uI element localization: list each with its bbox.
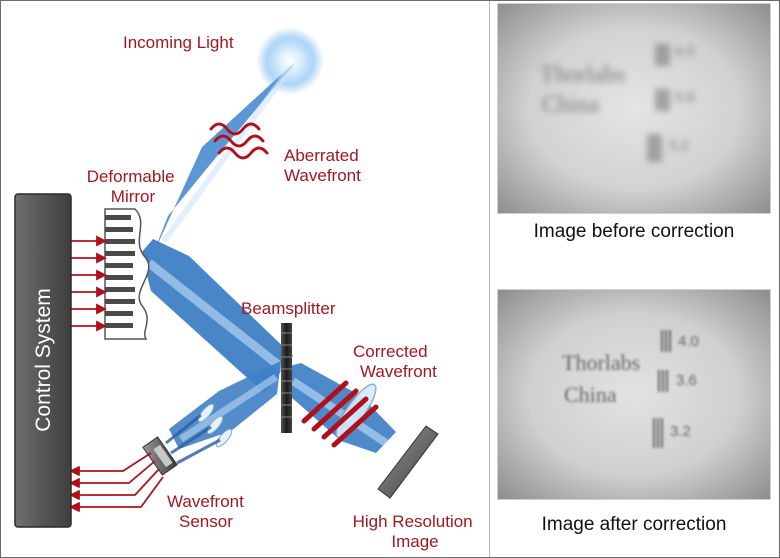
after-correction-photo: Thorlabs China 4.0 3.6 3.2 xyxy=(497,289,771,500)
control-system-box xyxy=(14,193,72,528)
incoming-light-label: Incoming Light xyxy=(123,33,234,52)
deformable-mirror-label: Deformable Mirror xyxy=(87,167,180,206)
deformable-mirror xyxy=(104,208,150,340)
after-text-thorlabs: Thorlabs xyxy=(562,350,640,375)
lenslet-array xyxy=(197,403,233,448)
light-source-glow xyxy=(256,27,324,95)
after-number-2: 3.6 xyxy=(676,372,697,389)
after-correction-caption: Image after correction xyxy=(541,514,727,535)
control-system-label: Control System xyxy=(32,288,55,432)
before-correction-caption: Image before correction xyxy=(533,221,735,242)
corrected-wavefront-label: Corrected Wavefront xyxy=(353,342,437,381)
after-bar-target-2: 3.6 xyxy=(658,370,697,392)
after-bar-target-3: 3.2 xyxy=(653,418,691,448)
after-text-china: China xyxy=(564,382,617,407)
after-number-1: 4.0 xyxy=(678,333,699,350)
before-bar-target-2: 3.6 xyxy=(656,89,695,111)
wavefront-sensor-detector xyxy=(142,436,178,476)
high-resolution-image-label: High Resolution Image xyxy=(353,512,478,551)
before-bar-target-3: 3.2 xyxy=(648,134,689,162)
aberrated-wavefront-squiggles xyxy=(209,122,269,160)
before-bar-target-1: 4.0 xyxy=(656,43,695,66)
wavefront-sensor-label: Wavefront Sensor xyxy=(167,492,249,531)
adaptive-optics-diagram: Control System Incoming Light Aberrated … xyxy=(14,27,478,551)
panel-divider xyxy=(489,1,490,557)
before-number-3: 3.2 xyxy=(668,137,689,154)
after-bar-target-1: 4.0 xyxy=(661,330,699,352)
corrected-wavefront-bars xyxy=(301,380,379,448)
mirror-control-arrows xyxy=(71,235,108,332)
image-sensor-plate xyxy=(377,425,439,499)
before-text-china: China xyxy=(542,92,600,118)
before-number-1: 4.0 xyxy=(674,43,695,60)
aberrated-wavefront-label: Aberrated Wavefront xyxy=(284,146,363,185)
beamsplitter-label: Beamsplitter xyxy=(241,299,336,318)
before-text-thorlabs: Thorlabs xyxy=(540,62,625,88)
sensor-signal-arrows xyxy=(70,452,164,512)
beamsplitter-plate xyxy=(281,323,292,433)
before-number-2: 3.6 xyxy=(674,89,695,106)
before-correction-photo: Thorlabs China 4.0 3.6 3.2 xyxy=(497,3,771,214)
after-number-3: 3.2 xyxy=(670,423,691,440)
